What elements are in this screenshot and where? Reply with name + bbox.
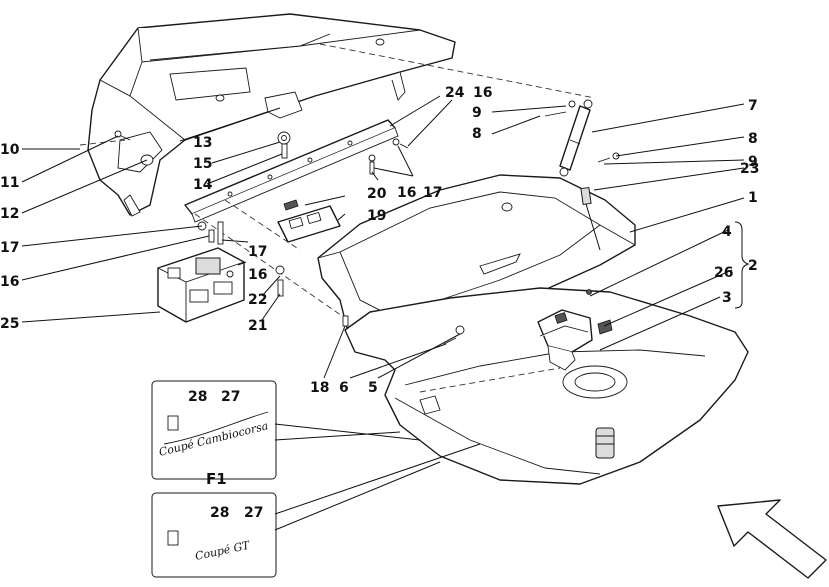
glove-box-door <box>344 287 749 485</box>
callout-labels: 1 2 3 4 5 6 7 8 8 9 9 10 11 12 13 14 15 … <box>0 85 759 521</box>
leader-lines <box>21 95 745 379</box>
callout-16a: 16 <box>473 85 492 101</box>
callout-11: 11 <box>0 175 19 191</box>
glove-box-tub <box>317 174 636 351</box>
callout-25: 25 <box>0 316 19 332</box>
inset-pointer <box>274 423 421 441</box>
dashboard-support-bracket <box>87 13 456 217</box>
callout-24: 24 <box>445 85 465 101</box>
callout-22: 22 <box>248 292 267 308</box>
callout-19: 19 <box>367 208 386 224</box>
callout-27b: 27 <box>244 505 263 521</box>
fuse-relay-box <box>157 247 245 323</box>
callout-3: 3 <box>722 290 732 306</box>
callout-18: 18 <box>310 380 329 396</box>
callout-28b: 28 <box>210 505 229 521</box>
callout-9a: 9 <box>472 105 482 121</box>
callout-5: 5 <box>368 380 378 396</box>
emblem-inset-f1: Coupé Cambiocorsa <box>151 380 277 480</box>
screw-set <box>114 100 620 345</box>
callout-15: 15 <box>193 156 212 172</box>
callout-23: 23 <box>740 161 759 177</box>
emblem-inset-gt: Coupé GT <box>151 492 277 578</box>
lamp-socket <box>595 427 615 459</box>
inset-label-f1: F1 <box>206 470 227 488</box>
callout-1: 1 <box>748 190 758 206</box>
callout-21: 21 <box>248 318 267 334</box>
damper <box>580 186 601 251</box>
callout-16b: 16 <box>397 185 416 201</box>
callout-16d: 16 <box>248 267 267 283</box>
direction-arrow <box>717 499 827 579</box>
callout-10: 10 <box>0 142 20 158</box>
switch-screw <box>283 199 299 211</box>
switch-panel <box>277 205 341 243</box>
callout-16c: 16 <box>0 274 19 290</box>
callout-27a: 27 <box>221 389 240 405</box>
mounting-rail <box>184 119 399 223</box>
callout-17a: 17 <box>423 185 442 201</box>
callout-8a: 8 <box>748 131 758 147</box>
callout-7: 7 <box>748 98 758 114</box>
callout-4: 4 <box>722 224 732 240</box>
callout-6: 6 <box>339 380 349 396</box>
assembly-guide-line <box>319 43 596 99</box>
callout-28a: 28 <box>188 389 207 405</box>
callout-2: 2 <box>748 258 758 274</box>
callout-13: 13 <box>193 135 212 151</box>
latch-mechanism <box>537 289 613 371</box>
callout-8b: 8 <box>472 126 482 142</box>
callout-12: 12 <box>0 206 19 222</box>
gas-strut <box>559 99 593 177</box>
callout-9b: 9 <box>748 154 758 170</box>
assembly-guide-line <box>79 139 126 146</box>
group-brace <box>734 221 750 309</box>
callout-17c: 17 <box>248 244 267 260</box>
callout-17b: 17 <box>0 240 19 256</box>
callout-20: 20 <box>367 186 387 202</box>
callout-26: 26 <box>714 265 733 281</box>
inset-pointer <box>274 443 481 531</box>
callout-14: 14 <box>193 177 213 193</box>
